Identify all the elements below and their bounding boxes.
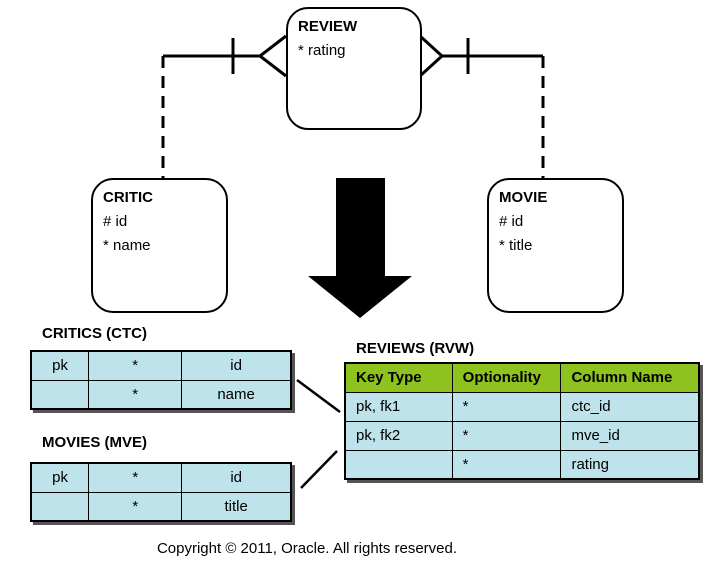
reviews-header-key-type: Key Type [344,362,453,393]
movies-key-type: pk [30,462,90,493]
movies-optionality: * [88,491,183,522]
critic-review-crowsfoot [257,34,287,78]
reviews-optionality: * [451,391,562,422]
critic-attr-name: * name [103,237,151,254]
reviews-key-type: pk, fk1 [344,391,453,422]
review-entity-name: REVIEW [298,18,358,35]
critics-column: name [181,379,292,410]
reviews-header-column-name: Column Name [560,362,700,393]
critic-entity-name: CRITIC [103,189,153,206]
critics-optionality: * [88,350,183,381]
movie-attr-id: # id [499,213,524,230]
movie-entity-name: MOVIE [499,189,548,206]
table-row: pk * id [30,462,292,493]
movies-optionality: * [88,462,183,493]
reviews-optionality: * [451,449,562,480]
movies-table-label: MOVIES (MVE) [42,434,148,451]
table-row: pk * id [30,350,292,381]
movie-entity: MOVIE # id * title [487,178,624,313]
transform-arrow-icon [308,178,412,318]
critics-key-type: pk [30,350,90,381]
table-row: * title [30,491,292,522]
reviews-table-label: REVIEWS (RVW) [356,340,475,357]
movies-to-reviews-connector [300,450,338,489]
reviews-column: ctc_id [560,391,700,422]
reviews-header-optionality: Optionality [451,362,562,393]
reviews-key-type [344,449,453,480]
table-row: pk, fk1 * ctc_id [344,391,700,422]
table-row: * rating [344,449,700,480]
copyright-footer: Copyright © 2011, Oracle. All rights res… [156,540,458,557]
critics-table: pk * id * name [30,350,292,410]
review-entity: REVIEW * rating [286,7,422,130]
critic-attr-id: # id [103,213,128,230]
movies-column: title [181,491,292,522]
review-attr-rating: * rating [298,42,346,59]
reviews-optionality: * [451,420,562,451]
reviews-header-row: Key Type Optionality Column Name [344,362,700,393]
table-row: * name [30,379,292,410]
critics-column: id [181,350,292,381]
reviews-column: mve_id [560,420,700,451]
critic-entity: CRITIC # id * name [91,178,228,313]
critics-to-reviews-connector [296,378,341,414]
reviews-key-type: pk, fk2 [344,420,453,451]
movie-review-crowsfoot [418,34,445,78]
movies-column: id [181,462,292,493]
movies-table: pk * id * title [30,462,292,522]
reviews-column: rating [560,449,700,480]
movie-attr-title: * title [499,237,533,254]
movies-key-type [30,491,90,522]
critics-table-label: CRITICS (CTC) [42,325,147,342]
table-row: pk, fk2 * mve_id [344,420,700,451]
reviews-table: Key Type Optionality Column Name pk, fk1… [344,362,700,480]
critics-key-type [30,379,90,410]
critics-optionality: * [88,379,183,410]
